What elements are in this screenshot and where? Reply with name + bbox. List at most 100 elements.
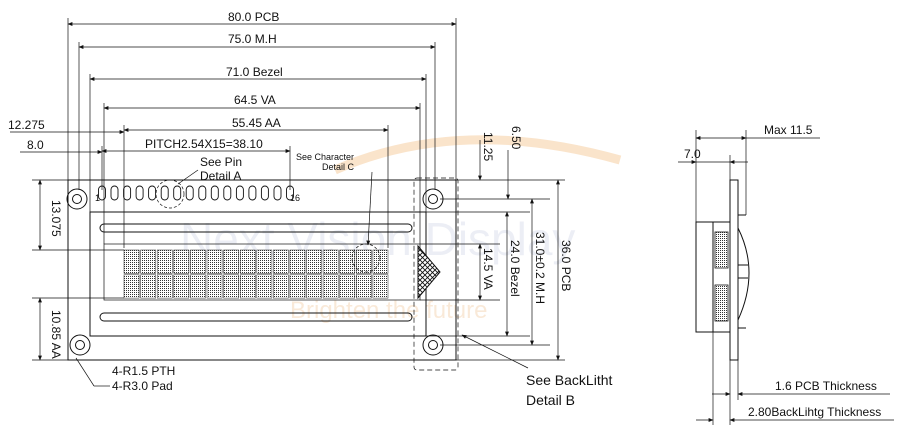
character-cell (256, 274, 273, 299)
pin-pad (148, 185, 157, 201)
front-view: 1 16 80.0 PCB 75.0 M.H 71.0 Bezel (8, 10, 612, 408)
char-detail-circle (351, 243, 381, 273)
pin-row (98, 185, 294, 201)
side-view: Max 11.5 7.0 1.6 PCB Thickness 2.80BackL… (678, 123, 894, 425)
character-cell (223, 249, 239, 274)
top-dimensions: 80.0 PCB 75.0 M.H 71.0 Bezel 64.5 VA 55.… (67, 10, 457, 248)
character-cell (289, 249, 306, 274)
note-detail-a: Detail A (200, 169, 241, 183)
note-detail-b: Detail B (526, 392, 575, 408)
note-see-pin: See Pin (200, 155, 242, 169)
character-cell (156, 249, 173, 274)
dim-va-height: 14.5 VA (481, 248, 495, 290)
dim-backlight-thickness: 2.80BackLihtg Thickness (748, 405, 881, 419)
character-cell (223, 274, 239, 299)
dim-pitch: PITCH2.54X15=38.10 (145, 137, 263, 151)
character-cell (322, 249, 339, 274)
character-cell (173, 274, 190, 299)
pin-pad (248, 185, 257, 201)
pin-last-label: 16 (290, 193, 300, 203)
character-cell (140, 249, 156, 274)
pin-pad (273, 185, 282, 201)
backlight-led (417, 244, 441, 300)
character-cell (156, 274, 173, 299)
dim-aa-width: 55.45 AA (232, 116, 281, 130)
character-cell (239, 249, 256, 274)
dim-height-aa: 10.85 AA (49, 310, 63, 359)
character-cell (140, 274, 156, 299)
dim-va-width: 64.5 VA (234, 93, 276, 107)
character-cell (306, 249, 322, 274)
character-cell (173, 249, 190, 274)
lcd-glass-side (695, 221, 714, 333)
note-hole-pth: 4-R1.5 PTH (112, 364, 175, 378)
character-cell (206, 274, 223, 299)
character-cell (239, 274, 256, 299)
dim-offset-b: 8.0 (27, 138, 44, 152)
pin-pad (198, 185, 207, 201)
character-cell (289, 274, 306, 299)
pin-pad (173, 185, 182, 201)
pin-pad (260, 185, 269, 201)
character-cell (273, 274, 289, 299)
dim-mh-width: 75.0 M.H (228, 32, 277, 46)
character-cell (339, 249, 356, 274)
dim-side-offset: 7.0 (684, 147, 701, 161)
character-cell (256, 249, 273, 274)
pin-pad (110, 185, 119, 201)
character-cell (322, 274, 339, 299)
character-cell (372, 249, 389, 274)
character-cell (190, 249, 206, 274)
character-cell (123, 249, 140, 274)
dim-height-top: 13.075 (49, 200, 63, 237)
dim-bezel-height: 24.0 Bezel (508, 240, 522, 297)
dim-pcb-width: 80.0 PCB (228, 10, 279, 24)
dim-mh-height: 31.0±0.2 M.H (533, 232, 547, 304)
dim-mh-offset: 6.50 (509, 126, 523, 150)
pin-pad (160, 185, 169, 201)
pcb-side (729, 179, 739, 361)
character-cell (190, 274, 206, 299)
character-cell (306, 274, 322, 299)
watermark-arc (333, 135, 622, 175)
pin-pad (223, 185, 232, 201)
mounting-hole (66, 188, 88, 210)
dim-pcb-thickness: 1.6 PCB Thickness (775, 379, 877, 393)
bezel-bottom-slot (99, 312, 413, 322)
backlight-led-bottom (714, 284, 729, 322)
character-grid (123, 249, 389, 299)
dim-offset-a: 12.275 (8, 118, 45, 132)
left-dimensions: 12.275 8.0 13.075 10.85 AA (8, 118, 125, 361)
pin-first-label: 1 (95, 193, 100, 203)
pin-detail-circle (155, 179, 185, 209)
dim-pcb-height: 36.0 PCB (559, 240, 573, 291)
pin-pad (123, 185, 132, 201)
pin-pad (185, 185, 194, 201)
backlight-cover (737, 227, 750, 321)
note-see-backlight: See BackLitht (526, 372, 612, 388)
bezel-top-slot (99, 223, 413, 233)
callouts: See Pin Detail A See Character Detail C … (75, 152, 612, 408)
character-cell (339, 274, 356, 299)
character-cell (206, 249, 223, 274)
pin-pad (135, 185, 144, 201)
pin-pad (210, 185, 219, 201)
note-hole-pad: 4-R3.0 Pad (112, 379, 173, 393)
note-detail-c: Detail C (322, 162, 355, 172)
note-see-character: See Character (296, 152, 354, 162)
character-cell (123, 274, 140, 299)
backlight-led-top (714, 231, 729, 269)
dim-pin-offset: 11.25 (481, 132, 495, 161)
watermark-slogan: Brighten the future (290, 297, 487, 324)
mounting-hole (69, 334, 91, 356)
right-dimensions: 11.25 6.50 14.5 VA 24.0 Bezel 31.0±0.2 M… (420, 126, 573, 361)
character-cell (356, 274, 372, 299)
character-cell (356, 249, 372, 274)
dim-max-thickness: Max 11.5 (764, 123, 813, 137)
character-cell (372, 274, 389, 299)
dim-bezel-width: 71.0 Bezel (226, 65, 283, 79)
character-cell (273, 249, 289, 274)
backlight-region (413, 177, 459, 371)
pcb-outline (67, 179, 457, 361)
